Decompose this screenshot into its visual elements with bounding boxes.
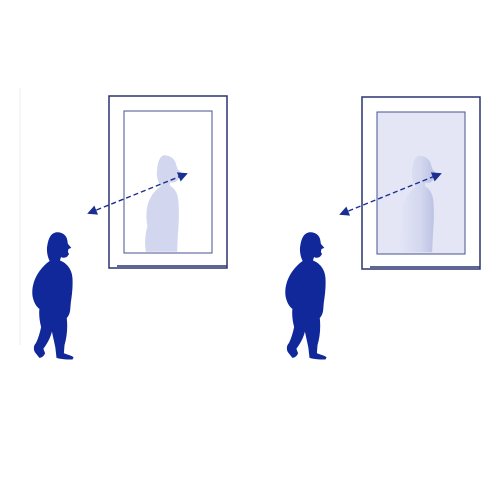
walking-man-silhouette-icon	[285, 232, 327, 360]
walking-man-silhouette-icon	[32, 232, 74, 360]
left-panel-plain-mirror	[19, 88, 228, 360]
double-headed-dashed-arrow-icon	[87, 172, 188, 215]
right-panel-tinted-mirror	[285, 96, 481, 360]
double-headed-dashed-arrow-icon	[339, 172, 442, 216]
